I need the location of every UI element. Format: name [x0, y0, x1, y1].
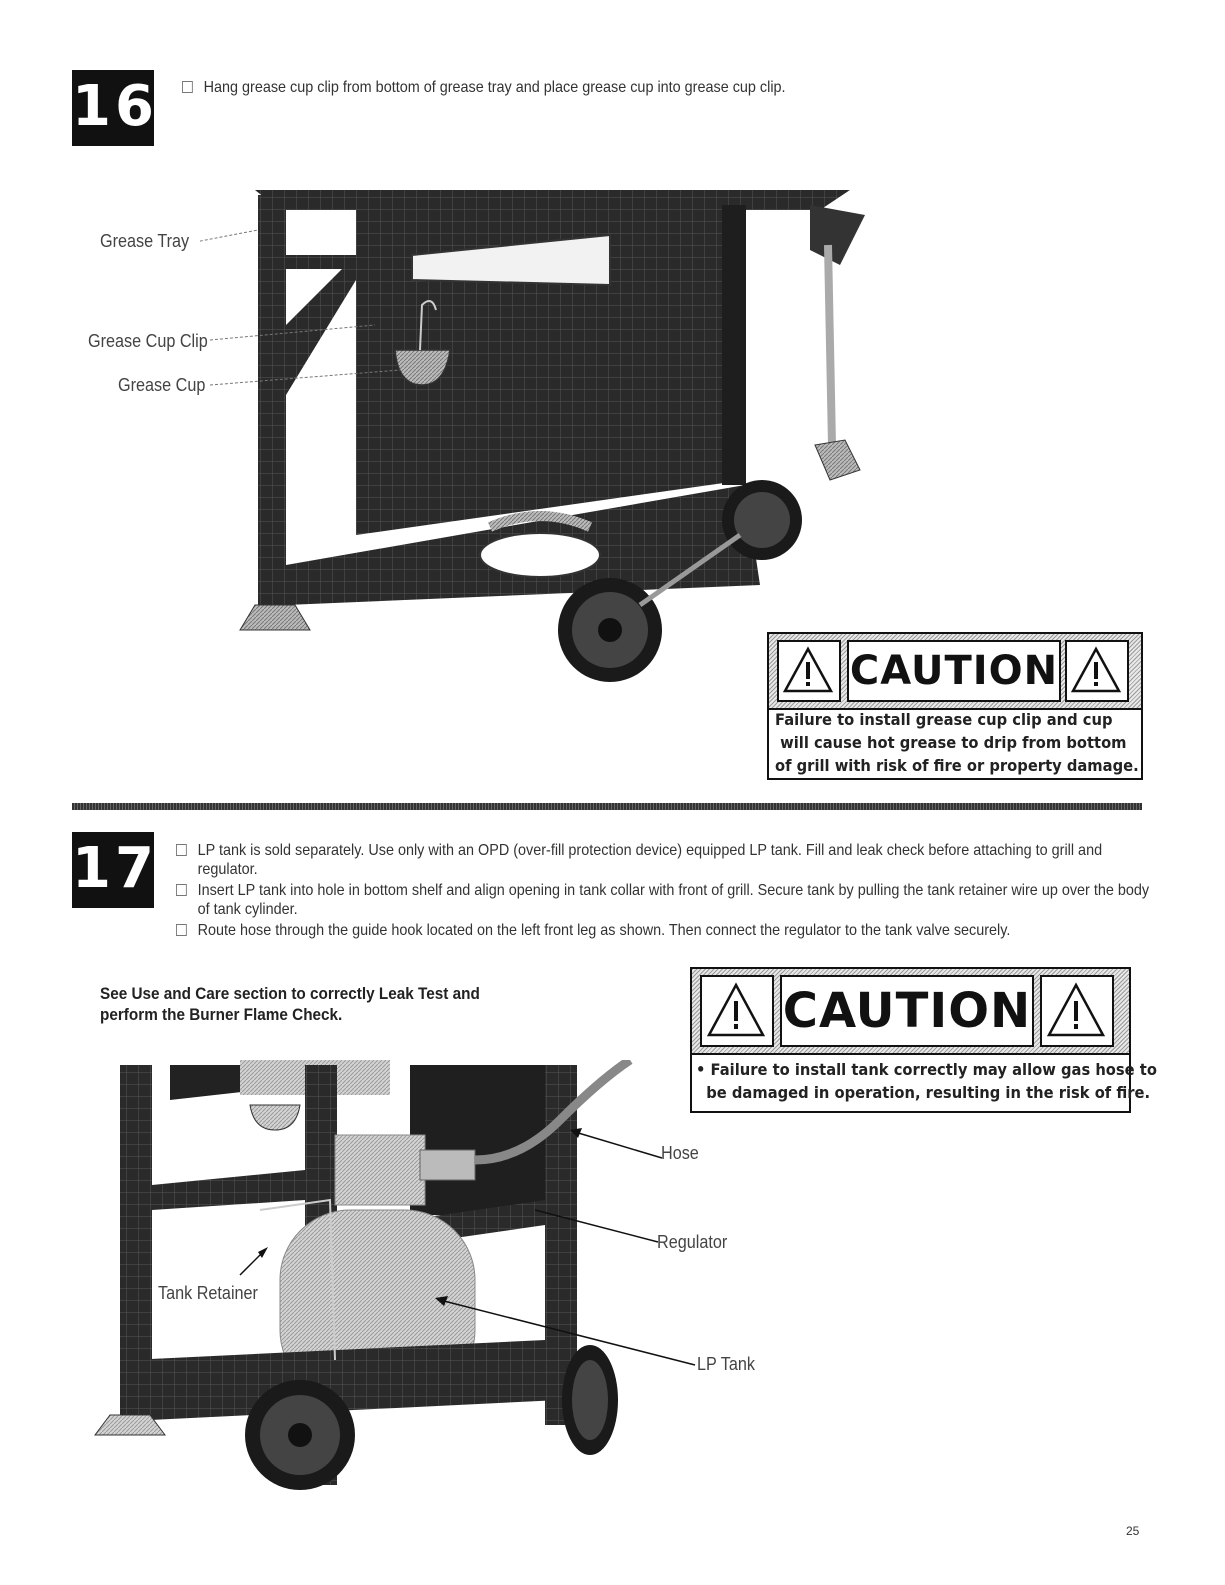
warning-triangle-icon	[1046, 982, 1106, 1037]
leak-test-note: See Use and Care section to correctly Le…	[100, 983, 480, 1025]
step-number-16: 16	[72, 70, 154, 146]
label-lp-tank: LP Tank	[697, 1354, 755, 1374]
checkbox-icon	[182, 81, 193, 93]
warning-triangle-icon	[782, 646, 834, 693]
step16-instruction-1: Hang grease cup clip from bottom of grea…	[203, 79, 786, 96]
caution-box-tank: CAUTION • Failure to install tank correc…	[690, 967, 1157, 1113]
step-number-17: 17	[72, 832, 154, 908]
caution-line: Failure to install grease cup clip and c…	[775, 710, 1113, 729]
caution-line: of grill with risk of fire or property d…	[775, 756, 1139, 775]
step17-instructions: LP tank is sold separately. Use only wit…	[176, 841, 1166, 942]
warning-triangle-icon	[1070, 646, 1122, 693]
step17-instruction-1: LP tank is sold separately. Use only wit…	[197, 842, 1103, 878]
caution-title: CAUTION	[780, 975, 1034, 1047]
lp-tank-installation-illustration	[94, 1060, 696, 1490]
caution-line: will cause hot grease to drip from botto…	[775, 733, 1127, 752]
caution-box-grease: CAUTION Failure to install grease cup cl…	[767, 632, 1143, 780]
checkbox-icon	[176, 924, 187, 936]
label-regulator: Regulator	[657, 1232, 728, 1252]
label-grease-tray: Grease Tray	[100, 231, 190, 251]
caution-line: be damaged in operation, resulting in th…	[696, 1083, 1151, 1102]
page-number: 25	[1126, 1524, 1140, 1538]
label-hose: Hose	[661, 1143, 699, 1163]
leak-test-note-line: perform the Burner Flame Check.	[100, 1005, 343, 1024]
warning-triangle-icon	[706, 982, 766, 1037]
label-grease-cup-clip: Grease Cup Clip	[88, 331, 208, 351]
step16-instructions: Hang grease cup clip from bottom of grea…	[182, 78, 786, 99]
grill-grease-cup-illustration	[200, 190, 865, 682]
step17-instruction-2: Insert LP tank into hole in bottom shelf…	[197, 882, 1150, 918]
label-grease-cup: Grease Cup	[118, 375, 206, 395]
checkbox-icon	[176, 844, 187, 856]
checkbox-icon	[176, 884, 187, 896]
step17-instruction-3: Route hose through the guide hook locate…	[197, 922, 1011, 939]
caution-line: • Failure to install tank correctly may …	[696, 1060, 1157, 1079]
caution-title: CAUTION	[847, 640, 1061, 702]
section-divider	[72, 803, 1142, 810]
label-tank-retainer: Tank Retainer	[158, 1283, 258, 1303]
leak-test-note-line: See Use and Care section to correctly Le…	[100, 984, 480, 1003]
